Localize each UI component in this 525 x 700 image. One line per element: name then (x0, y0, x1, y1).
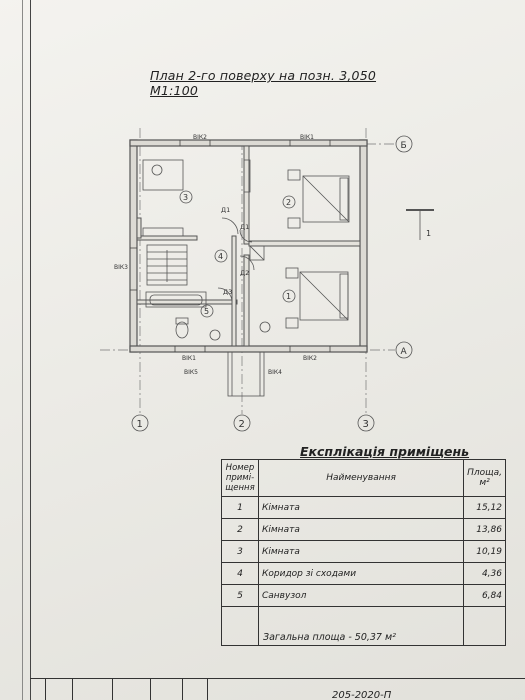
table-row: 4 Коридор зі сходами 4,36 (221, 562, 506, 585)
row-name: Санвузол (257, 584, 465, 607)
floor-plan: 1 2 3 А Б 3 2 4 1 5 ВІК2 ВІК1 ВІК3 ВІК1 … (100, 128, 434, 432)
frame-border-left (30, 0, 31, 700)
table-title: Експлікація приміщень (300, 444, 470, 459)
window-label-v5: ВІК5 (184, 369, 198, 376)
title-block-cell (45, 678, 46, 700)
title-block-cell (112, 678, 113, 700)
total-area: Загальна площа - 50,37 м² (263, 632, 396, 643)
door-label-d1-mid: Д1 (240, 223, 249, 231)
row-number: 1 (221, 496, 259, 519)
binding-margin-line (22, 0, 23, 700)
table-row: 1 Кімната 15,12 (221, 496, 506, 519)
door-label-d1-top: Д1 (221, 206, 230, 214)
row-name: Коридор зі сходами (257, 562, 465, 585)
title-block-border (30, 678, 525, 679)
row-name: Кімната (257, 518, 465, 541)
window-label-left: ВІК3 (114, 264, 128, 271)
title-block-cell (72, 678, 73, 700)
table-row-empty (221, 606, 506, 646)
axis-label-1: 1 (137, 419, 143, 430)
row-area: 6,84 (463, 584, 506, 607)
door-label-d2: Д2 (240, 269, 249, 277)
door-label-d3: Д3 (223, 288, 232, 296)
row-number: 5 (221, 584, 259, 607)
window-label-bottom-left: ВІК1 (182, 355, 196, 362)
window-label-top-left: ВІК2 (193, 134, 207, 141)
room-number-5: 5 (204, 307, 209, 316)
row-name: Кімната (257, 540, 465, 563)
row-number: 4 (221, 562, 259, 585)
document-code: 205-2020-П (332, 690, 392, 700)
axis-label-b: Б (401, 141, 407, 151)
table-row: 5 Санвузол 6,84 (221, 584, 506, 607)
table-row: 3 Кімната 10,19 (221, 540, 506, 563)
table-row: 2 Кімната 13,86 (221, 518, 506, 541)
row-area: 13,86 (463, 518, 506, 541)
axis-label-3: 3 (363, 419, 369, 430)
header-name: Найменування (257, 459, 465, 497)
row-number: 2 (221, 518, 259, 541)
header-area: Площа, м² (463, 459, 506, 497)
title-block-cell (182, 678, 183, 700)
row-area: 10,19 (463, 540, 506, 563)
table-header-row: Номер примі- щення Найменування Площа, м… (221, 459, 506, 497)
section-mark-label: 1 (426, 229, 431, 238)
row-name: Кімната (257, 496, 465, 519)
room-number-4: 4 (218, 252, 223, 261)
rooms-table: Номер примі- щення Найменування Площа, м… (221, 459, 506, 646)
title-block-cell (150, 678, 151, 700)
title-block-cell (207, 678, 208, 700)
axis-label-a: А (401, 347, 408, 357)
row-area: 4,36 (463, 562, 506, 585)
room-number-3: 3 (183, 193, 188, 202)
axis-label-2: 2 (239, 419, 245, 430)
header-number: Номер примі- щення (221, 459, 259, 497)
row-area: 15,12 (463, 496, 506, 519)
window-label-bottom-right: ВІК2 (303, 355, 317, 362)
window-label-top-right: ВІК1 (300, 134, 314, 141)
plan-title: План 2-го поверху на позн. 3,050 М1:100 (150, 68, 377, 98)
window-label-v4: ВІК4 (268, 369, 282, 376)
row-number: 3 (221, 540, 259, 563)
room-number-2: 2 (286, 198, 291, 207)
room-number-1: 1 (286, 292, 291, 301)
